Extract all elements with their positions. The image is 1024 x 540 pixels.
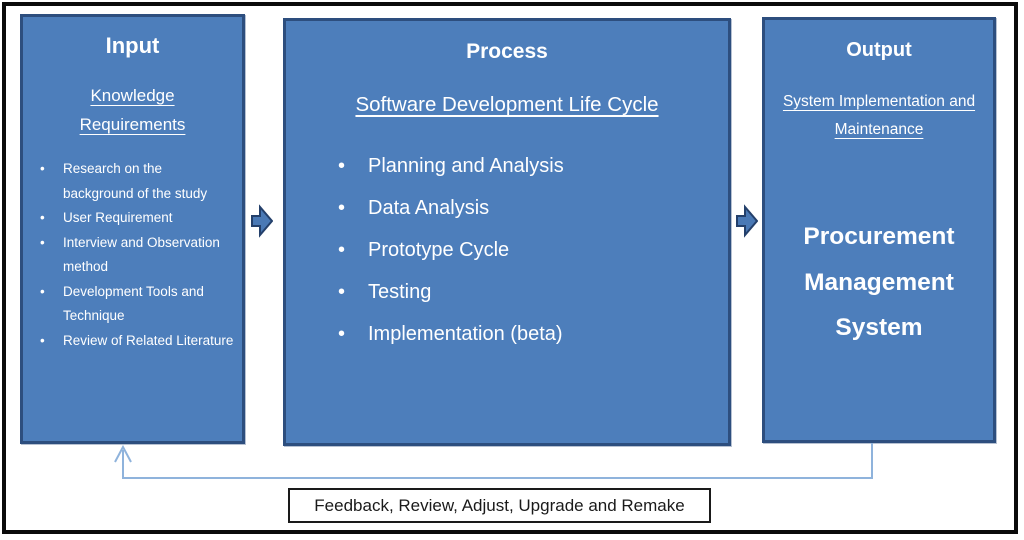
list-item: Testing <box>286 271 728 313</box>
input-title: Input <box>105 33 160 58</box>
feedback-label: Feedback, Review, Adjust, Upgrade and Re… <box>288 488 711 523</box>
input-list: Research on the background of the study … <box>23 157 242 353</box>
output-title: Output <box>846 39 912 61</box>
process-title: Process <box>466 40 548 63</box>
process-subtitle: Software Development Life Cycle <box>355 93 659 116</box>
list-item: Research on the background of the study <box>23 157 242 206</box>
list-item: Planning and Analysis <box>286 145 728 187</box>
list-item: Interview and Observation method <box>23 231 242 280</box>
list-item: User Requirement <box>23 206 242 231</box>
output-subtitle: System Implementation and Maintenance <box>782 93 976 138</box>
right-arrow-icon <box>736 204 758 238</box>
list-item: Prototype Cycle <box>286 229 728 271</box>
right-arrow-icon <box>251 204 273 238</box>
list-item: Data Analysis <box>286 187 728 229</box>
output-result: Procurement Management System <box>803 223 955 341</box>
process-box: Process Software Development Life Cycle … <box>283 18 731 446</box>
list-item: Development Tools and Technique <box>23 280 242 329</box>
input-box: Input Knowledge Requirements Research on… <box>20 14 245 444</box>
output-box: Output System Implementation and Mainten… <box>762 17 996 443</box>
list-item: Implementation (beta) <box>286 313 728 355</box>
process-list: Planning and Analysis Data Analysis Prot… <box>286 145 728 355</box>
list-item: Review of Related Literature <box>23 329 242 354</box>
input-subtitle: Knowledge Requirements <box>79 86 186 134</box>
